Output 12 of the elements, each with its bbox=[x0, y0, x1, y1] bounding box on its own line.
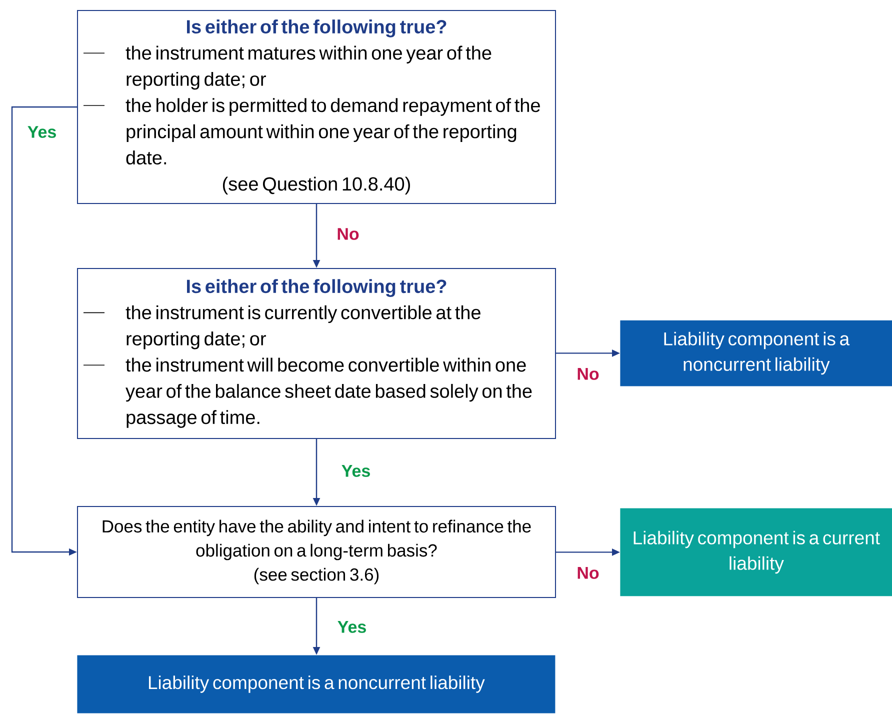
edge-label: No bbox=[576, 367, 600, 381]
outcome-box: Liability component is a noncurrent liability bbox=[620, 320, 892, 386]
edge-label: No bbox=[576, 566, 600, 580]
decision-box: Is either of the following true? the instrument is currently convertible at the reporting date; or the instrument will become convertible within one year of the balance sheet date based solely on the passage of time. bbox=[77, 268, 556, 439]
edge-label: Yes bbox=[26, 125, 58, 139]
edge-label: No bbox=[336, 227, 360, 241]
decision-box: Is either of the following true? the instrument matures within one year of the reporting date; or the holder is permitted to demand repayment of the principal amount within one year of the reporting date. (see Question 10.8.40) bbox=[77, 10, 556, 204]
edge-label: Yes bbox=[336, 620, 368, 634]
outcome-box: Liability component is a noncurrent liability bbox=[77, 655, 556, 714]
edge-label: Yes bbox=[340, 464, 372, 478]
outcome-box: Liability component is a current liability bbox=[620, 508, 892, 596]
decision-box: Does the entity have the ability and intent to refinance the obligation on a long-term basis? (see section 3.6) bbox=[77, 506, 556, 598]
